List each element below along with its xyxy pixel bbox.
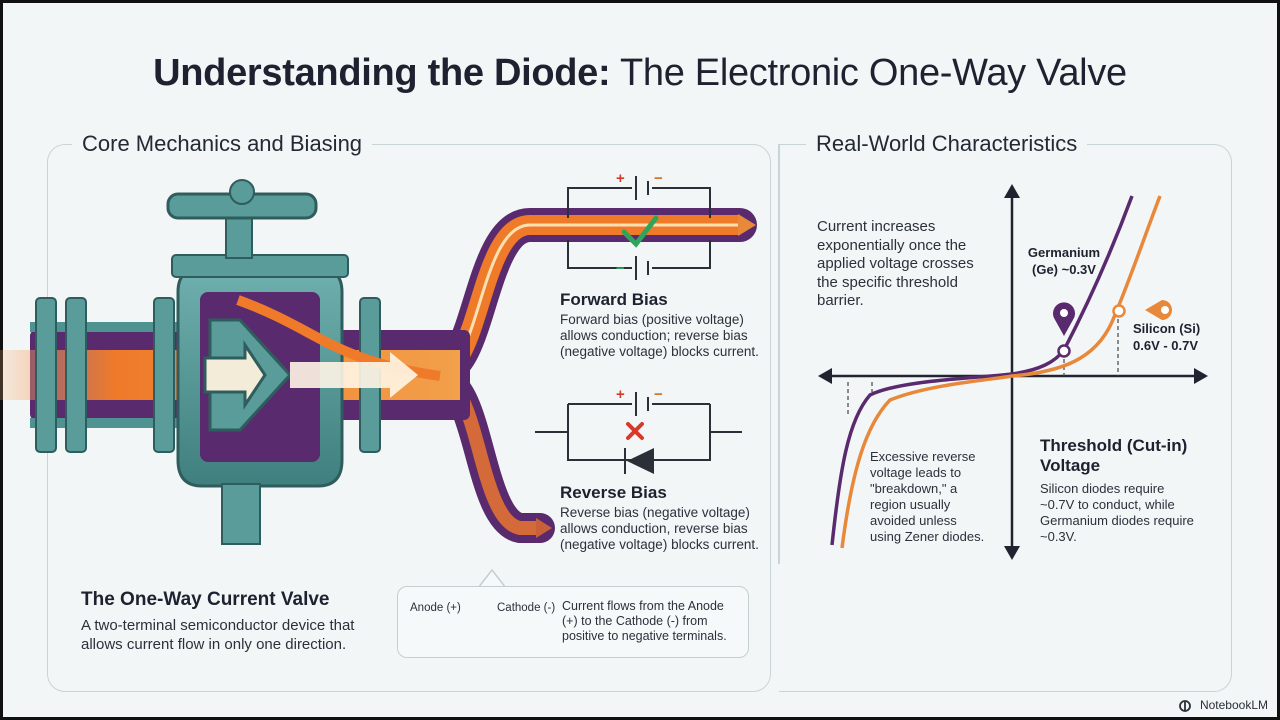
forward-battery-minus: − bbox=[654, 170, 663, 187]
glow-arrow-icon bbox=[290, 352, 418, 398]
exponential-note: Current increases exponentially once the… bbox=[817, 218, 974, 309]
x-axis-left-arrow-icon bbox=[818, 368, 832, 384]
reverse-battery-plus: + bbox=[616, 386, 625, 403]
callout-text: Current flows from the Anode (+) to the … bbox=[562, 599, 727, 643]
forward-battery-minus-2: − bbox=[616, 260, 625, 277]
silicon-label: Silicon (Si) 0.6V - 0.7V bbox=[1133, 321, 1201, 353]
breakdown-note: Excessive reverse voltage leads to "brea… bbox=[870, 449, 985, 544]
reverse-diode-symbol-icon bbox=[627, 448, 654, 474]
left-section-title: Core Mechanics and Biasing bbox=[72, 131, 373, 157]
forward-bias-text: Forward bias (positive voltage) allows c… bbox=[560, 312, 759, 359]
threshold-text: Silicon diodes require ~0.7V to conduct,… bbox=[1040, 481, 1194, 544]
notebooklm-logo-icon bbox=[1179, 700, 1191, 712]
reverse-arrow-icon bbox=[536, 518, 552, 538]
flow-arrow-icon bbox=[203, 340, 267, 410]
brand-label: NotebookLM bbox=[1199, 698, 1268, 712]
right-section-title: Real-World Characteristics bbox=[806, 131, 1088, 157]
reverse-bias-heading: Reverse Bias bbox=[560, 483, 667, 502]
silicon-pin-icon bbox=[1145, 300, 1172, 320]
iv-graph bbox=[818, 184, 1208, 560]
valve-text: A two-terminal semiconductor device that… bbox=[81, 617, 355, 653]
x-axis-right-arrow-icon bbox=[1194, 368, 1208, 384]
threshold-heading: Threshold (Cut-in) Voltage bbox=[1040, 436, 1188, 475]
silicon-curve bbox=[840, 195, 1162, 549]
germanium-curve bbox=[830, 195, 1134, 546]
germanium-pin-icon bbox=[1053, 302, 1075, 336]
valve-body bbox=[35, 179, 441, 545]
germanium-point bbox=[1057, 344, 1071, 358]
anode-label: Anode (+) bbox=[410, 602, 461, 614]
forward-battery-plus: + bbox=[616, 170, 625, 187]
cross-icon bbox=[626, 422, 644, 440]
y-axis-down-arrow-icon bbox=[1004, 546, 1020, 560]
forward-bias-heading: Forward Bias bbox=[560, 290, 668, 309]
check-icon bbox=[621, 215, 659, 248]
panel-divider bbox=[778, 144, 780, 564]
y-axis-arrow-icon bbox=[1004, 184, 1020, 198]
germanium-label: Germanium (Ge) ~0.3V bbox=[1027, 245, 1101, 277]
reverse-battery-minus: − bbox=[654, 386, 663, 403]
forward-bias-circuit bbox=[567, 176, 711, 280]
forward-arrow-icon bbox=[738, 214, 756, 236]
cathode-label: Cathode (-) bbox=[497, 602, 556, 614]
page-title: Understanding the Diode: The Electronic … bbox=[153, 52, 1127, 94]
silicon-point bbox=[1112, 304, 1126, 318]
diode-callout bbox=[397, 586, 749, 658]
valve-heading: The One-Way Current Valve bbox=[81, 589, 330, 610]
reverse-bias-text: Reverse bias (negative voltage) allows c… bbox=[560, 505, 759, 552]
